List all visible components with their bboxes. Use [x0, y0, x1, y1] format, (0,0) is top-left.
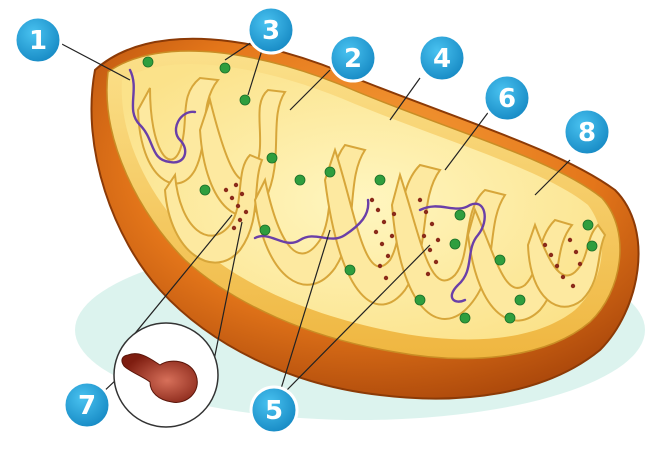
- callout-5: 5: [251, 387, 297, 433]
- magnified-inset: [114, 323, 218, 427]
- callout-label: 2: [344, 44, 362, 74]
- callout-8: 8: [564, 109, 610, 155]
- callout-2: 2: [330, 35, 376, 81]
- callout-label: 5: [265, 396, 283, 426]
- callout-label: 7: [78, 391, 96, 421]
- callout-label: 6: [498, 84, 516, 114]
- callout-6: 6: [484, 75, 530, 121]
- callout-label: 8: [578, 118, 596, 148]
- callout-4: 4: [419, 35, 465, 81]
- callout-7: 7: [64, 382, 110, 428]
- callout-1: 1: [15, 17, 61, 63]
- callout-label: 4: [433, 44, 451, 74]
- callout-label: 3: [262, 16, 280, 46]
- callout-label: 1: [29, 26, 47, 56]
- callout-3: 3: [248, 7, 294, 53]
